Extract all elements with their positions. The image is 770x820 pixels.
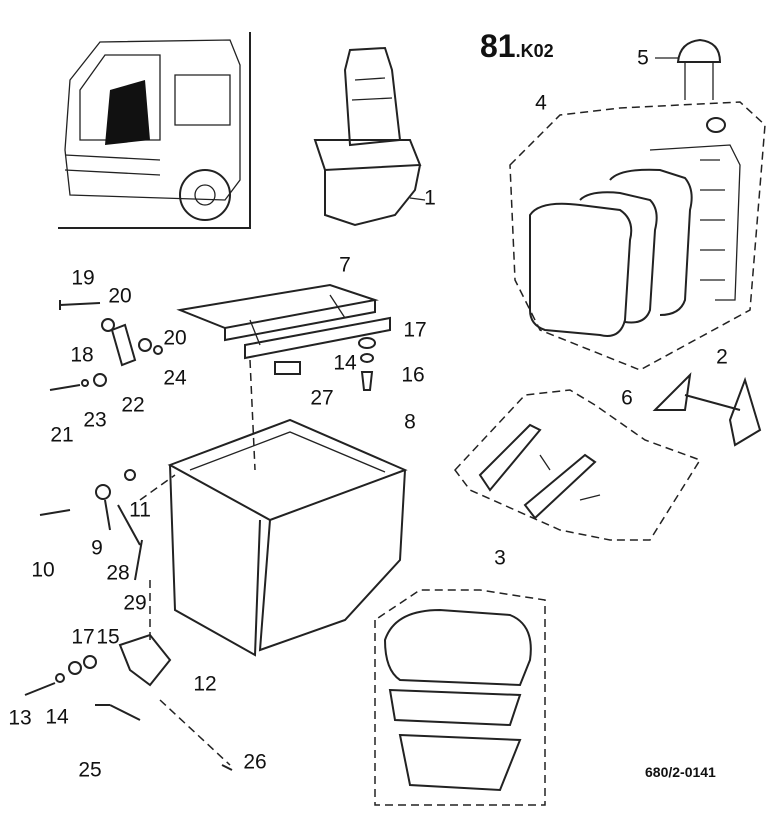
armrests — [478, 423, 601, 520]
callout-10: 10 — [31, 558, 55, 582]
callout-15: 15 — [96, 625, 120, 649]
callout-12: 12 — [193, 672, 217, 696]
callout-1: 1 — [424, 186, 436, 210]
page-number: 81 — [480, 28, 516, 64]
callout-20b: 20 — [163, 326, 187, 350]
callout-22: 22 — [121, 393, 145, 417]
callout-19: 19 — [71, 266, 95, 290]
callout-24: 24 — [163, 366, 187, 390]
truck-cab-inset — [58, 32, 251, 229]
seat-assembly — [313, 46, 426, 227]
seat-frame — [176, 283, 391, 360]
drawing-number: 680/2-0141 — [645, 764, 716, 780]
callout-2: 2 — [716, 345, 728, 369]
page-code: .K02 — [515, 41, 554, 61]
callout-29: 29 — [123, 591, 147, 615]
cushion-group-outline — [374, 589, 546, 806]
callout-3: 3 — [494, 546, 506, 570]
callout-8: 8 — [404, 410, 416, 434]
seat-box — [167, 359, 408, 657]
callout-25: 25 — [78, 758, 102, 782]
callout-17b: 17 — [71, 625, 95, 649]
callout-18: 18 — [70, 343, 94, 367]
callout-26: 26 — [243, 750, 267, 774]
callout-7: 7 — [339, 253, 351, 277]
callout-6: 6 — [621, 386, 633, 410]
callout-9: 9 — [91, 536, 103, 560]
armrest-group-outline — [454, 389, 702, 541]
callout-13: 13 — [8, 706, 32, 730]
callout-5: 5 — [637, 46, 649, 70]
callout-21: 21 — [50, 423, 74, 447]
callout-27: 27 — [310, 386, 334, 410]
callout-28: 28 — [106, 561, 130, 585]
page-title: 81.K02 — [480, 28, 554, 65]
callout-16: 16 — [401, 363, 425, 387]
callout-11: 11 — [129, 498, 151, 522]
callout-14: 14 — [333, 351, 357, 375]
callout-17: 17 — [403, 318, 427, 342]
backrest-group-outline — [509, 101, 766, 371]
callout-4: 4 — [535, 91, 547, 115]
bracket — [652, 372, 762, 447]
callout-14b: 14 — [45, 705, 69, 729]
headrest — [655, 38, 722, 100]
cushion-parts — [383, 608, 532, 792]
backrest-parts — [529, 117, 741, 337]
callout-20: 20 — [108, 284, 132, 308]
hardware — [24, 300, 376, 771]
callout-23: 23 — [83, 408, 107, 432]
